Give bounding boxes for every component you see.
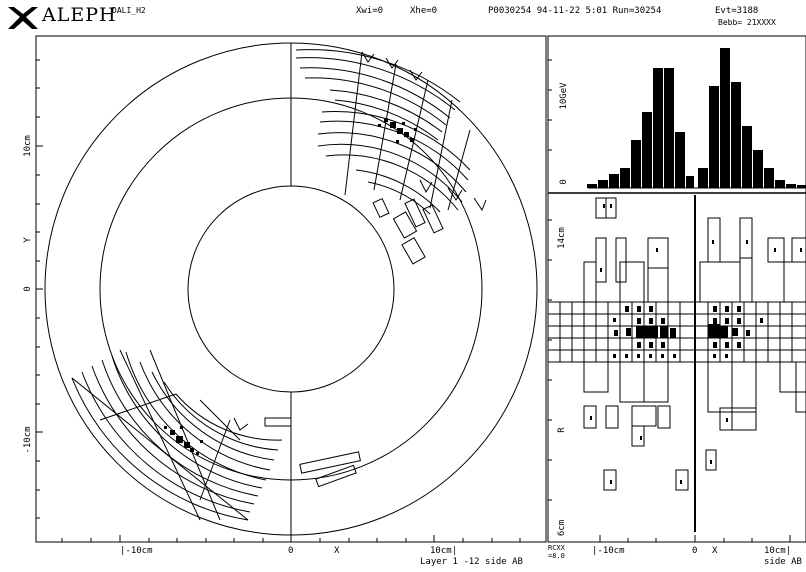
- x-tick-neg: |-10cm: [120, 546, 153, 556]
- layer-footer: Layer 1 -12 side AB: [420, 557, 523, 567]
- xwi-label: Xwi=0: [356, 6, 384, 16]
- lego-y-bottom: 6cm: [557, 520, 567, 536]
- y-tick-zero: 0: [23, 286, 33, 291]
- corner-label: RCXX: [548, 544, 566, 552]
- corner-value: =8.0: [548, 552, 565, 560]
- right-x-tick-zero: 0: [692, 546, 697, 556]
- hist-scale-label: 10GeV: [559, 82, 569, 110]
- tower-cluster-bottom: [71, 349, 361, 521]
- energy-deposits-top: [378, 118, 417, 143]
- event-number: Evt=3188: [715, 6, 759, 16]
- tower-deposits: [590, 204, 802, 484]
- app-title: ALEPH: [42, 4, 117, 26]
- run-info: P0030254 94-11-22 5:01 Run=30254: [488, 6, 662, 16]
- lego-y-label: R: [557, 427, 567, 433]
- energy-histogram: [587, 48, 806, 189]
- header-bar: ALEPH DALI_H2 Xwi=0 Xhe=0 P0030254 94-11…: [0, 0, 806, 36]
- right-x-tick-pos: 10cm|: [764, 546, 791, 556]
- lego-y-top: 14cm: [557, 227, 567, 249]
- right-x-axis-label: X: [712, 546, 718, 556]
- y-tick-bottom: -10cm: [23, 426, 33, 453]
- x-tick-zero: 0: [288, 546, 293, 556]
- tower-grid: [547, 195, 806, 532]
- right-footer: side AB: [764, 557, 802, 567]
- aleph-logo-icon: [8, 7, 38, 29]
- y-axis-label: Y: [23, 237, 33, 243]
- y-tick-top: 10cm: [23, 135, 33, 157]
- right-axis-ticks: [548, 59, 791, 542]
- hist-zero-label: 0: [559, 179, 569, 184]
- left-axis-ticks: [36, 59, 521, 542]
- inner-ring: [187, 185, 395, 393]
- tower-cluster-top: [295, 49, 487, 265]
- x-tick-pos: 10cm|: [430, 546, 457, 556]
- energy-deposits-bottom: [164, 426, 203, 455]
- beam-info: Bebb= 21XXXX: [718, 18, 776, 27]
- right-frame: [547, 35, 806, 543]
- x-axis-label: X: [334, 546, 340, 556]
- right-x-tick-neg: |-10cm: [592, 546, 625, 556]
- xhe-label: Xhe=0: [410, 6, 438, 16]
- view-name: DALI_H2: [112, 6, 146, 15]
